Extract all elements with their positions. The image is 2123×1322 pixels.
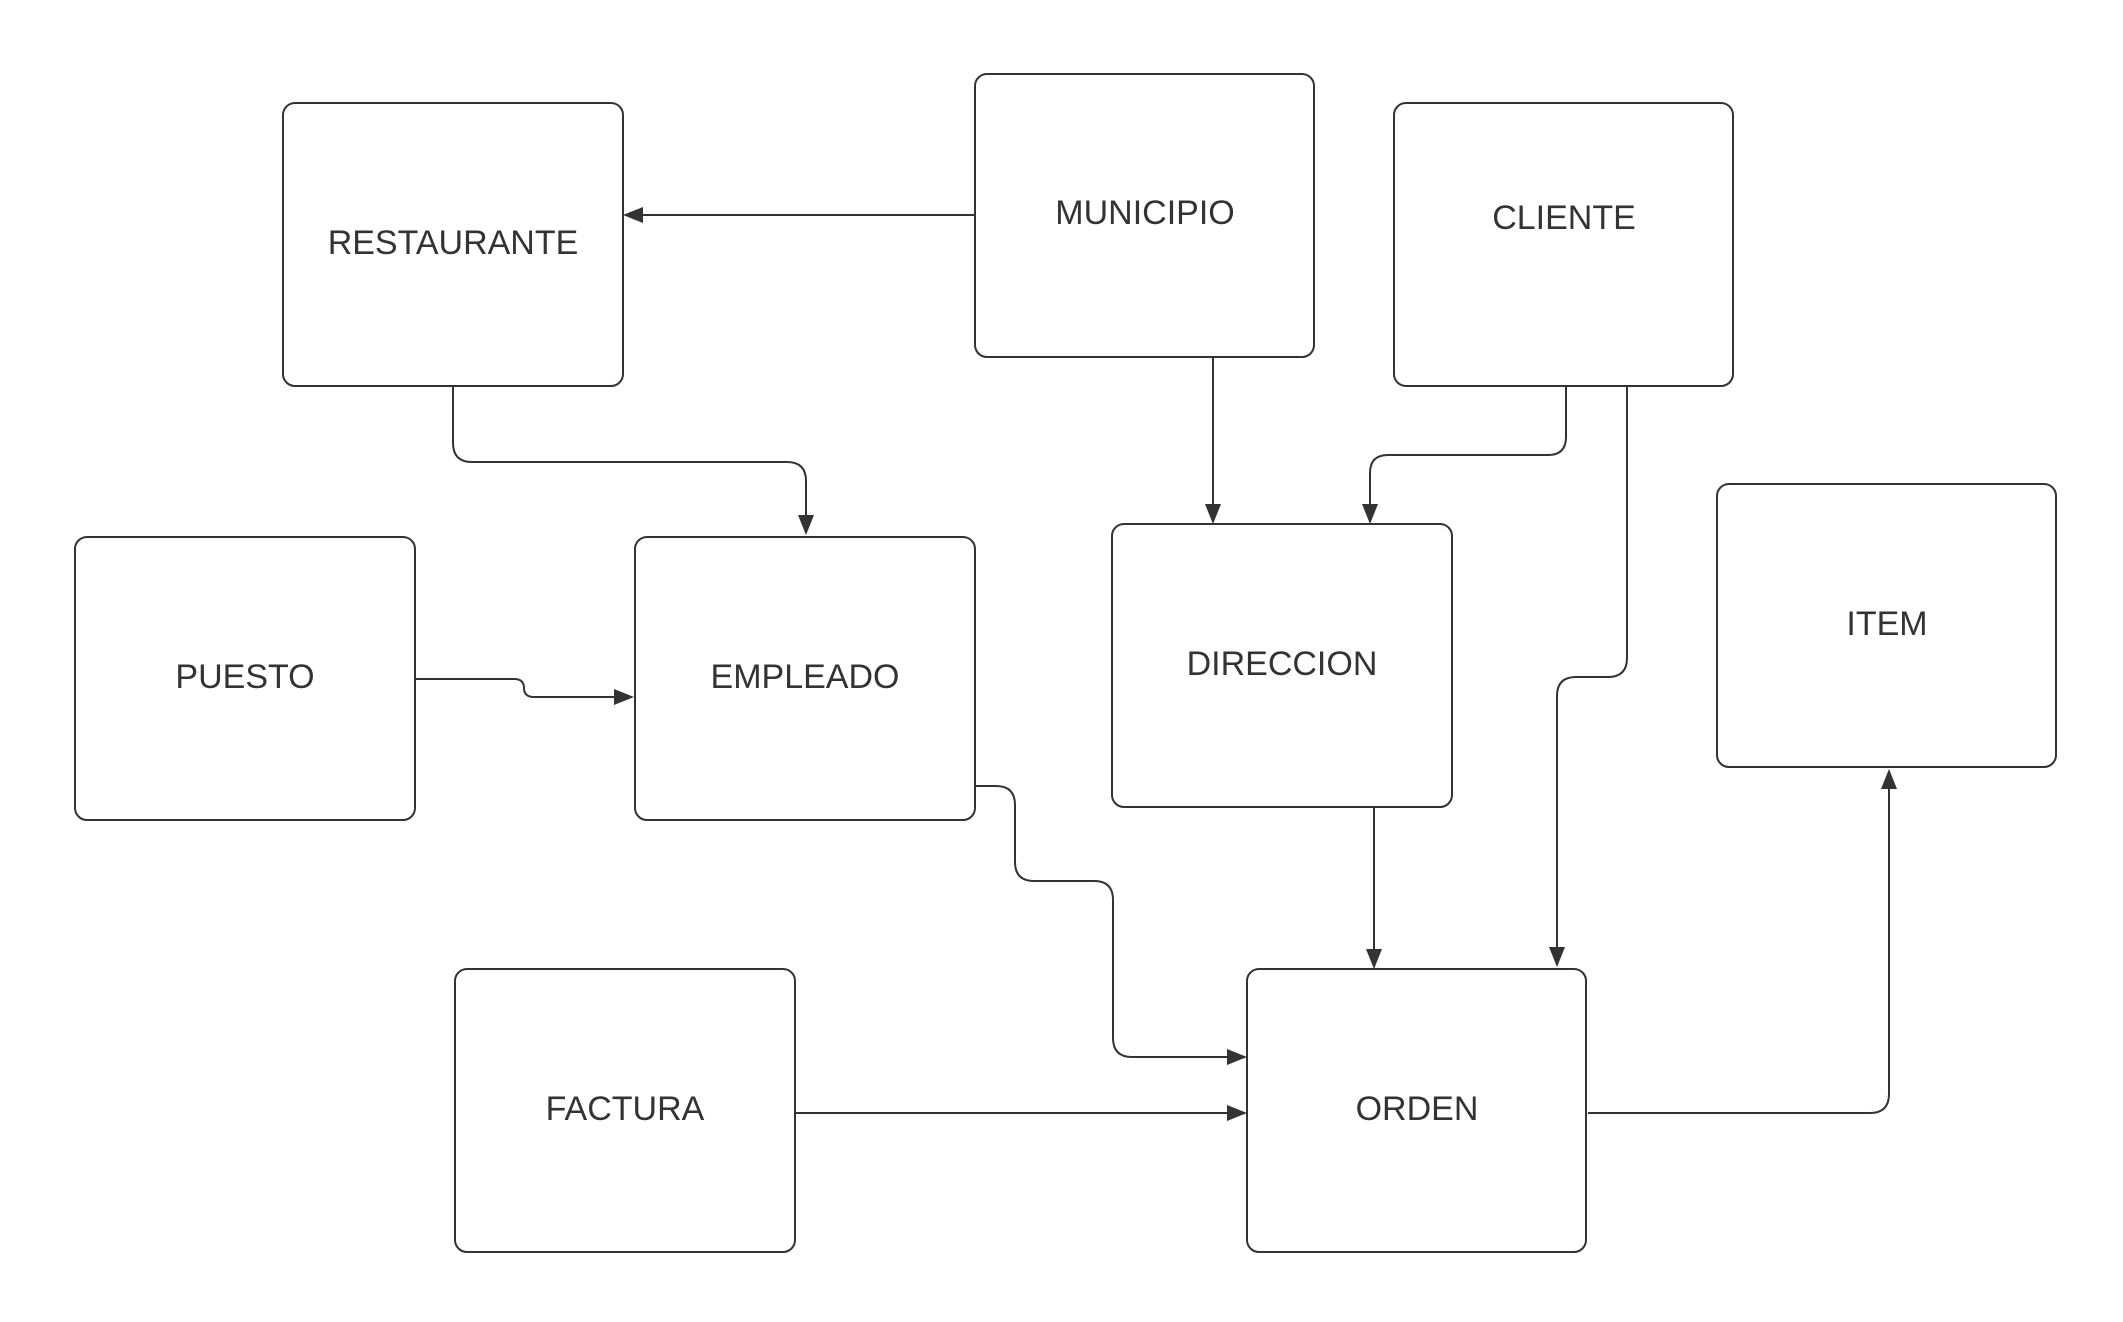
node-label-empleado: EMPLEADO (711, 658, 900, 696)
edge-cliente-orden (1549, 386, 1628, 967)
node-label-factura: FACTURA (546, 1090, 705, 1128)
node-label-orden: ORDEN (1356, 1090, 1479, 1128)
node-label-municipio: MUNICIPIO (1055, 194, 1234, 232)
node-label-restaurante: RESTAURANTE (328, 224, 579, 262)
node-item[interactable]: ITEM (1716, 483, 2057, 768)
edge-puesto-empleado (415, 678, 634, 705)
node-cliente[interactable]: CLIENTE (1393, 102, 1734, 387)
node-factura[interactable]: FACTURA (454, 968, 796, 1253)
node-direccion[interactable]: DIRECCION (1111, 523, 1453, 808)
node-puesto[interactable]: PUESTO (74, 536, 416, 821)
edge-empleado-orden (976, 785, 1247, 1065)
node-label-cliente: CLIENTE (1492, 199, 1636, 237)
edge-orden-item (1588, 769, 1897, 1114)
node-orden[interactable]: ORDEN (1246, 968, 1587, 1253)
edge-restaurante-empleado (452, 386, 814, 535)
node-restaurante[interactable]: RESTAURANTE (282, 102, 624, 387)
node-label-item: ITEM (1846, 605, 1927, 643)
node-municipio[interactable]: MUNICIPIO (974, 73, 1315, 358)
edge-cliente-direccion (1362, 386, 1567, 524)
node-label-puesto: PUESTO (175, 658, 314, 696)
node-label-direccion: DIRECCION (1187, 645, 1378, 683)
node-empleado[interactable]: EMPLEADO (634, 536, 976, 821)
